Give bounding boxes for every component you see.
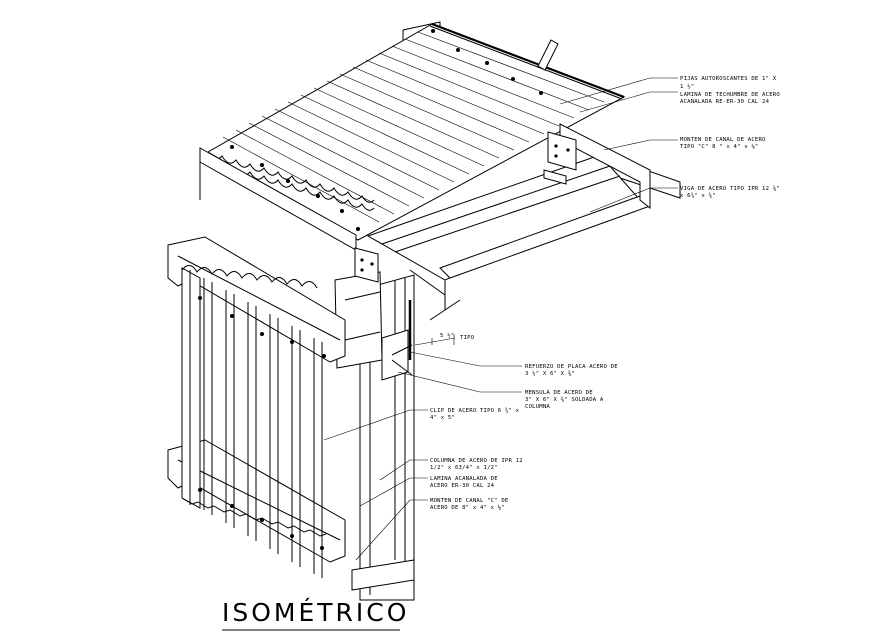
annotation-mensula-2: 3" X 6" X ⅜" SOLDADA A	[525, 396, 604, 403]
annotations: PIJAS AUTOROSCANTES DE 1" X 1 ½" LAMINA …	[430, 76, 780, 511]
wall-cladding	[167, 236, 346, 578]
dimension-tipo-label: TIPO	[460, 335, 475, 341]
annotation-viga-2: x 6¾" x ⅜"	[680, 192, 716, 199]
drawing-title: ISOMÉTRICO	[222, 598, 409, 627]
leader-lines	[323, 77, 678, 561]
annotation-pijas-1: PIJAS AUTOROSCANTES DE 1" X	[680, 76, 777, 82]
steel-column	[334, 247, 415, 601]
roof-clip	[547, 131, 577, 171]
annotation-monten-c-1: MONTEN DE CANAL "C" DE	[430, 498, 509, 504]
annotation-monten-canal-2: TIPO "C" 8 " x 4" x ⅛"	[680, 143, 759, 150]
annotation-lamina-acanalada-2: ACERO ER-30 CAL 24	[430, 483, 495, 489]
annotation-pijas-2: 1 ½"	[680, 83, 694, 90]
annotation-columna-2: 1/2" x 63/4" x 1/2"	[430, 465, 498, 471]
annotation-monten-c-2: ACERO DE 8" x 4" x ⅛"	[430, 504, 505, 511]
annotation-lamina-techumbre-2: ACANALADA RE-ER-30 CAL 24	[680, 99, 770, 105]
roof-screws	[230, 29, 543, 231]
annotation-monten-canal-1: MONTEN DE CANAL DE ACERO	[680, 137, 766, 143]
annotation-refuerzo-1: REFUERZO DE PLACA ACERO DE	[525, 364, 618, 370]
annotation-clip-2: 4" x 5"	[430, 415, 455, 421]
wall-screws	[198, 296, 326, 550]
steel-beam	[366, 123, 651, 321]
roof-corrugations	[222, 31, 605, 223]
annotation-mensula-3: COLUMNA	[525, 404, 550, 410]
annotation-lamina-techumbre-1: LAMINA DE TECHUMBRE DE ACERO	[680, 92, 780, 98]
screw-tool	[537, 39, 559, 71]
annotation-mensula-1: MENSULA DE ACERO DE	[525, 390, 593, 396]
column-clip	[354, 247, 379, 283]
annotation-refuerzo-2: 3 ½" X 6" X ⅜"	[525, 370, 575, 377]
annotation-lamina-acanalada-1: LAMINA ACANALADA DE	[430, 476, 498, 482]
annotation-clip-1: CLIP DE ACERO TIPO 6 ¾" x	[430, 408, 520, 414]
annotation-columna-1: COLUMNA DE ACERO DE IPR 12	[430, 458, 523, 464]
dimension-tipo-value: 5 ½"	[440, 332, 454, 339]
wall-corrugations	[181, 265, 327, 578]
annotation-viga-1: VIGA DE ACERO TIPO IPR 12 ⅜"	[680, 185, 780, 192]
